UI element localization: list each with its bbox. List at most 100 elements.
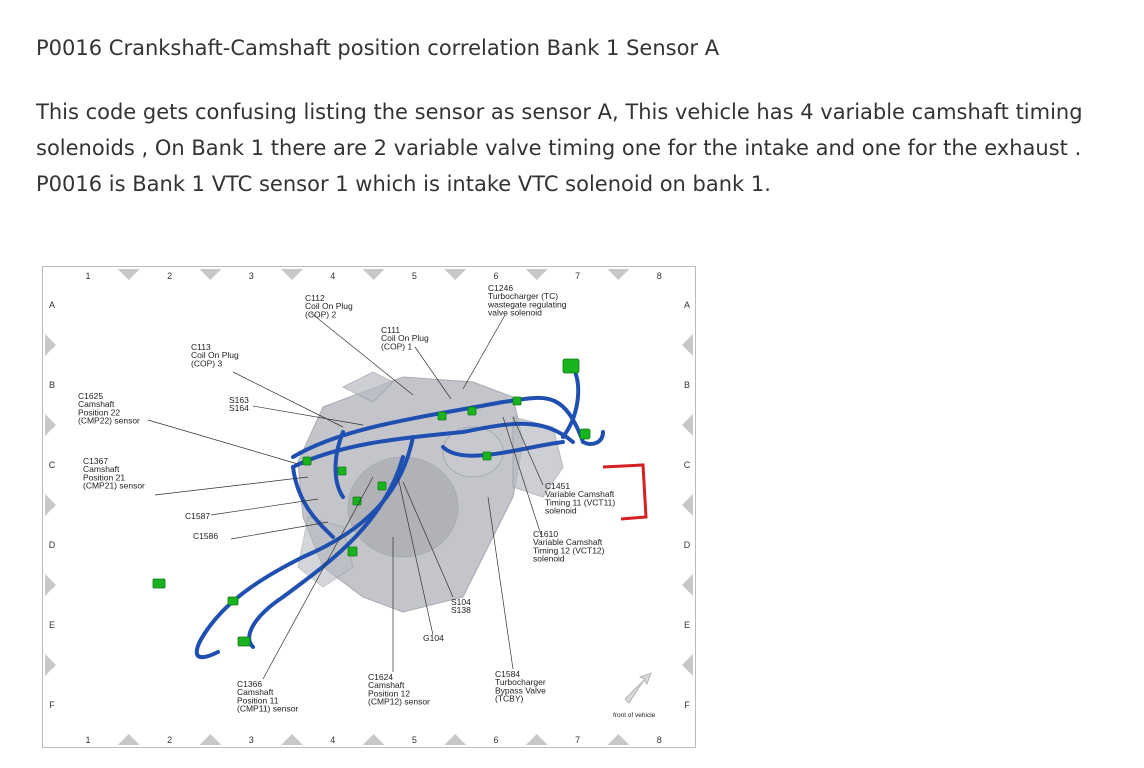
grid-marker-top bbox=[607, 269, 630, 280]
label-line: Camshaft bbox=[368, 680, 405, 690]
label-line: C113 bbox=[191, 342, 211, 352]
label-line: valve solenoid bbox=[488, 308, 542, 318]
label-line: (CMP11) sensor bbox=[237, 704, 298, 714]
column-number-top: 4 bbox=[330, 271, 335, 281]
grid-marker-left bbox=[45, 334, 56, 356]
column-number-bottom: 8 bbox=[657, 735, 662, 745]
label-line: Variable Camshaft bbox=[533, 537, 603, 547]
label-line: wastegate regulating bbox=[487, 299, 567, 309]
label-line: (COP) 1 bbox=[381, 341, 412, 351]
grid-marker-bottom bbox=[199, 734, 222, 745]
column-number-bottom: 7 bbox=[575, 735, 580, 745]
label-line: Camshaft bbox=[78, 399, 115, 409]
label-g104: G104 bbox=[423, 633, 444, 643]
row-letter-right: F bbox=[684, 700, 690, 710]
grid-marker-bottom bbox=[444, 734, 467, 745]
row-letter-left: C bbox=[49, 460, 56, 470]
grid-marker-top bbox=[525, 269, 548, 280]
label-line: Position 11 bbox=[237, 695, 279, 705]
grid-marker-bottom bbox=[117, 734, 140, 745]
column-number-top: 8 bbox=[657, 271, 662, 281]
grid-marker-right bbox=[682, 414, 693, 436]
label-line: Coil On Plug bbox=[381, 333, 429, 343]
label-line: Timing 12 (VCT12) bbox=[533, 545, 605, 555]
label-line: Variable Camshaft bbox=[545, 489, 615, 499]
grid-marker-top bbox=[199, 269, 222, 280]
label-line: (CMP12) sensor bbox=[368, 697, 430, 707]
label-line: Camshaft bbox=[237, 687, 274, 697]
label-line: (TCBY) bbox=[495, 694, 524, 704]
column-number-bottom: 5 bbox=[412, 735, 417, 745]
row-letter-right: A bbox=[684, 300, 690, 310]
highlight-bracket bbox=[602, 463, 648, 521]
label-line: S163 bbox=[229, 395, 249, 405]
column-number-top: 5 bbox=[412, 271, 417, 281]
grid-marker-right bbox=[682, 654, 693, 676]
label-line: C112 bbox=[305, 293, 325, 303]
grid-marker-top bbox=[362, 269, 385, 280]
front-arrow-icon bbox=[624, 672, 652, 704]
label-line: C111 bbox=[381, 325, 400, 335]
column-number-bottom: 1 bbox=[85, 735, 90, 745]
leader-lines bbox=[147, 312, 544, 680]
grid-marker-right bbox=[682, 494, 693, 516]
label-line: S138 bbox=[451, 605, 471, 615]
label-line: C1246 bbox=[488, 283, 513, 293]
label-line: C1367 bbox=[83, 456, 108, 466]
label-line: (COP) 3 bbox=[191, 358, 222, 368]
column-number-top: 1 bbox=[85, 271, 90, 281]
column-number-top: 2 bbox=[167, 271, 172, 281]
column-number-top: 7 bbox=[575, 271, 580, 281]
grid-marker-right bbox=[682, 574, 693, 596]
row-letter-right: E bbox=[684, 620, 690, 630]
label-line: C1586 bbox=[193, 531, 218, 541]
label-line: C1451 bbox=[545, 481, 570, 491]
column-number-bottom: 6 bbox=[493, 735, 498, 745]
label-line: Turbocharger (TC) bbox=[488, 291, 558, 301]
engine-illustration bbox=[297, 371, 564, 613]
grid-marker-left bbox=[45, 574, 56, 596]
grid-marker-top bbox=[117, 269, 140, 280]
label-line: Position 21 bbox=[83, 472, 125, 482]
grid-marker-top bbox=[281, 269, 303, 280]
label-line: Coil On Plug bbox=[305, 301, 353, 311]
label-line: solenoid bbox=[533, 554, 565, 564]
grid-marker-bottom bbox=[362, 734, 385, 745]
row-letter-left: B bbox=[49, 380, 55, 390]
label-line: Turbocharger bbox=[495, 677, 546, 687]
label-line: solenoid bbox=[545, 506, 577, 516]
label-line: S104 bbox=[451, 597, 471, 607]
label-c1586: C1586 bbox=[193, 531, 218, 541]
grid-marker-bottom bbox=[281, 734, 303, 745]
label-line: Camshaft bbox=[83, 464, 120, 474]
row-letter-left: D bbox=[49, 540, 56, 550]
row-letter-left: A bbox=[49, 300, 55, 310]
label-c1587: C1587 bbox=[185, 511, 210, 521]
column-number-top: 6 bbox=[493, 271, 498, 281]
page-heading: P0016 Crankshaft-Camshaft position corre… bbox=[36, 36, 720, 60]
label-line: S164 bbox=[229, 403, 249, 413]
grid-marker-left bbox=[45, 414, 56, 436]
grid-marker-right bbox=[682, 334, 693, 356]
column-number-bottom: 2 bbox=[167, 735, 172, 745]
label-line: Bypass Valve bbox=[495, 685, 546, 695]
label-line: (CMP21) sensor bbox=[83, 481, 145, 491]
column-number-bottom: 4 bbox=[330, 735, 335, 745]
body-paragraph: This code gets confusing listing the sen… bbox=[36, 100, 1083, 196]
label-line: (CMP22) sensor bbox=[78, 416, 140, 426]
grid-marker-bottom bbox=[607, 734, 630, 745]
grid-marker-left bbox=[45, 494, 56, 516]
column-number-top: 3 bbox=[249, 271, 254, 281]
